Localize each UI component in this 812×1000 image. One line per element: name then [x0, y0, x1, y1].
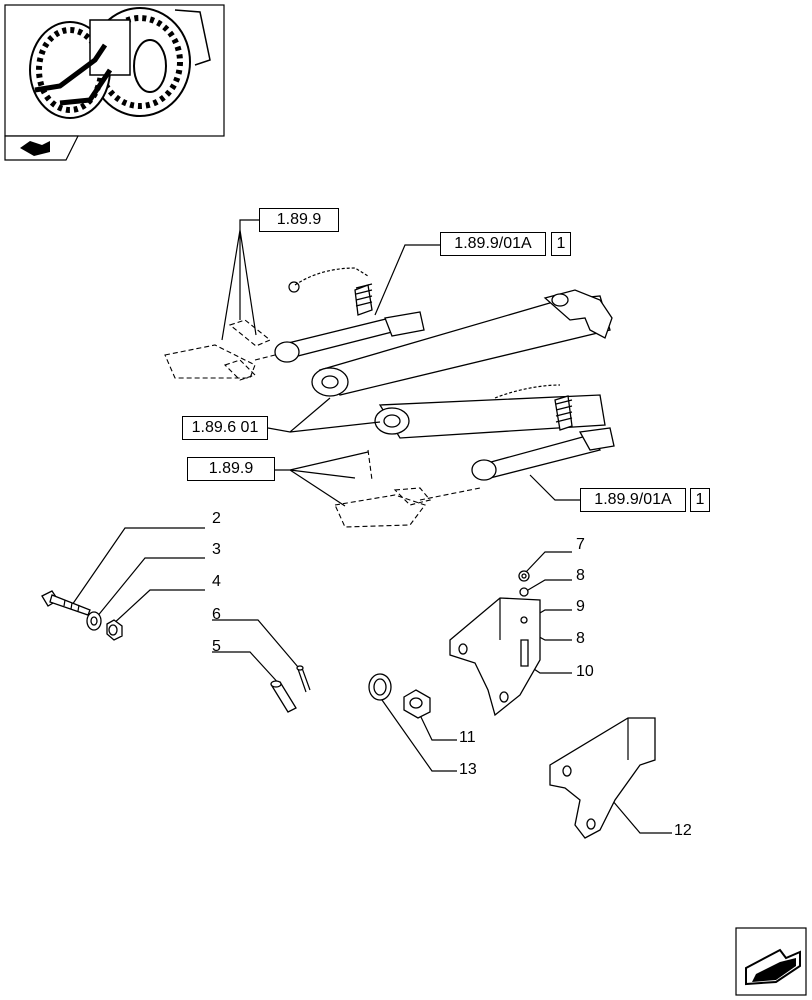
- callout-8: 8: [576, 567, 585, 584]
- callout-7: 7: [576, 536, 585, 553]
- section-nav-arrow-icon[interactable]: [4, 135, 79, 161]
- callout-6: 6: [212, 606, 221, 623]
- part-13-washer[interactable]: [368, 673, 392, 701]
- ref-box-lower-right[interactable]: 1.89.9/01A: [580, 488, 686, 512]
- ref-label: 1.89.9: [276, 211, 322, 228]
- ref-qty: 1: [695, 491, 705, 508]
- ref-box-lower-left[interactable]: 1.89.9: [187, 457, 275, 481]
- part-6-split-pin[interactable]: [296, 665, 311, 693]
- callout-9: 9: [576, 598, 585, 615]
- upper-lift-arm-drawing: [164, 267, 613, 397]
- part-5-pin[interactable]: [270, 680, 297, 713]
- tractor-rear-lift-thumbnail-icon[interactable]: [4, 4, 225, 137]
- callout-3: 3: [212, 541, 221, 558]
- leader-lines: [71, 219, 672, 834]
- part-11-nut[interactable]: [403, 689, 431, 719]
- callout-12: 12: [674, 822, 692, 839]
- ref-box-top-right[interactable]: 1.89.9/01A: [440, 232, 546, 256]
- ref-label: 1.89.9/01A: [594, 491, 672, 508]
- part-2-bolt[interactable]: [41, 590, 91, 616]
- ref-qty-top-right: 1: [551, 232, 571, 256]
- ref-label: 1.89.9/01A: [454, 235, 532, 252]
- ref-qty-lower-right: 1: [690, 488, 710, 512]
- part-4-nut[interactable]: [106, 619, 123, 641]
- next-page-arrow-icon[interactable]: [735, 927, 807, 996]
- part-10-stud[interactable]: [520, 616, 529, 667]
- part-3-washer[interactable]: [86, 611, 102, 631]
- ref-qty: 1: [556, 235, 566, 252]
- callout-4: 4: [212, 573, 221, 590]
- callout-11: 11: [459, 729, 476, 746]
- ref-label: 1.89.9: [208, 460, 254, 477]
- callout-10: 10: [576, 663, 594, 680]
- part-7-nut[interactable]: [518, 570, 530, 582]
- callout-13: 13: [459, 761, 477, 778]
- ref-label: 1.89.6 01: [191, 419, 259, 436]
- ref-box-top-left[interactable]: 1.89.9: [259, 208, 339, 232]
- part-9-bracket[interactable]: [449, 597, 541, 717]
- callout-8: 8: [576, 630, 585, 647]
- lower-lift-arm-drawing: [334, 384, 615, 528]
- callout-2: 2: [212, 510, 221, 527]
- callout-5: 5: [212, 638, 221, 655]
- ref-box-middle-left[interactable]: 1.89.6 01: [182, 416, 268, 440]
- part-12-bracket[interactable]: [549, 717, 656, 839]
